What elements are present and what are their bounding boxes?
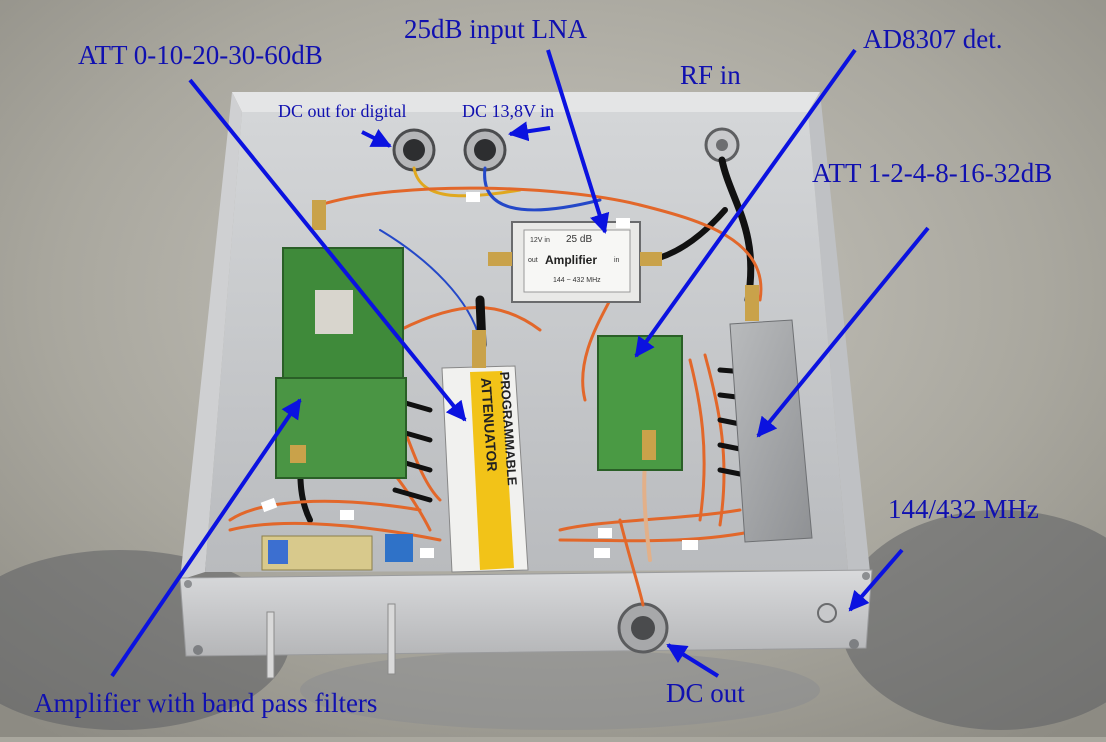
label-att-0-60: ATT 0-10-20-30-60dB (78, 40, 323, 70)
label-lna: 25dB input LNA (404, 14, 588, 44)
label-dc-in: DC 13,8V in (462, 101, 555, 121)
label-amp-bpf: Amplifier with band pass filters (34, 688, 378, 718)
label-rf-in: RF in (680, 60, 741, 90)
mounting-post (266, 611, 275, 679)
enclosure-front-panel (179, 569, 873, 657)
shield-block (315, 290, 353, 334)
rf-in-connector-inner (716, 139, 728, 151)
attenuator-title: ATTENUATOR (478, 377, 501, 472)
label-freq: 144/432 MHz (888, 494, 1039, 524)
din-connector-inner (403, 139, 425, 161)
amp-in-text: in (614, 257, 620, 264)
relay (385, 534, 413, 562)
label-att-1-32: ATT 1-2-4-8-16-32dB (812, 158, 1053, 188)
din-connector-inner (474, 139, 496, 161)
bnc-connector-inner (631, 616, 655, 640)
sma-amp-connector (488, 252, 512, 266)
screw (184, 580, 192, 588)
sma-board-connector (290, 445, 306, 463)
label-dc-out: DC out (666, 678, 745, 708)
label-ad8307: AD8307 det. (863, 24, 1003, 54)
amp-out-text: out (528, 257, 538, 264)
sma-detector-connector (642, 430, 656, 460)
mounting-post (387, 603, 396, 675)
relay (268, 540, 288, 564)
lna-module: 12V in 25 dB out Amplifier in 144 ~ 432 … (511, 221, 641, 303)
sma-att-connector (472, 330, 486, 368)
screw (849, 639, 859, 649)
label-dc-out-digital: DC out for digital (278, 101, 407, 121)
programmable-attenuator: ATTENUATOR PROGRAMMABLE (441, 365, 529, 573)
sma-connector-output (817, 603, 837, 623)
amp-gain-text: 25 dB (566, 234, 592, 245)
screw (862, 572, 870, 580)
screw (193, 645, 203, 655)
sma-amp-connector (640, 252, 662, 266)
sma-board-connector (312, 200, 326, 230)
background-shadow (840, 510, 1106, 730)
pcb-detector-board (597, 335, 683, 471)
amp-title-text: Amplifier (545, 253, 597, 267)
amp-freq-text: 144 ~ 432 MHz (553, 277, 601, 284)
amp-12v-text: 12V in (530, 237, 550, 244)
sma-att-connector (745, 285, 759, 321)
